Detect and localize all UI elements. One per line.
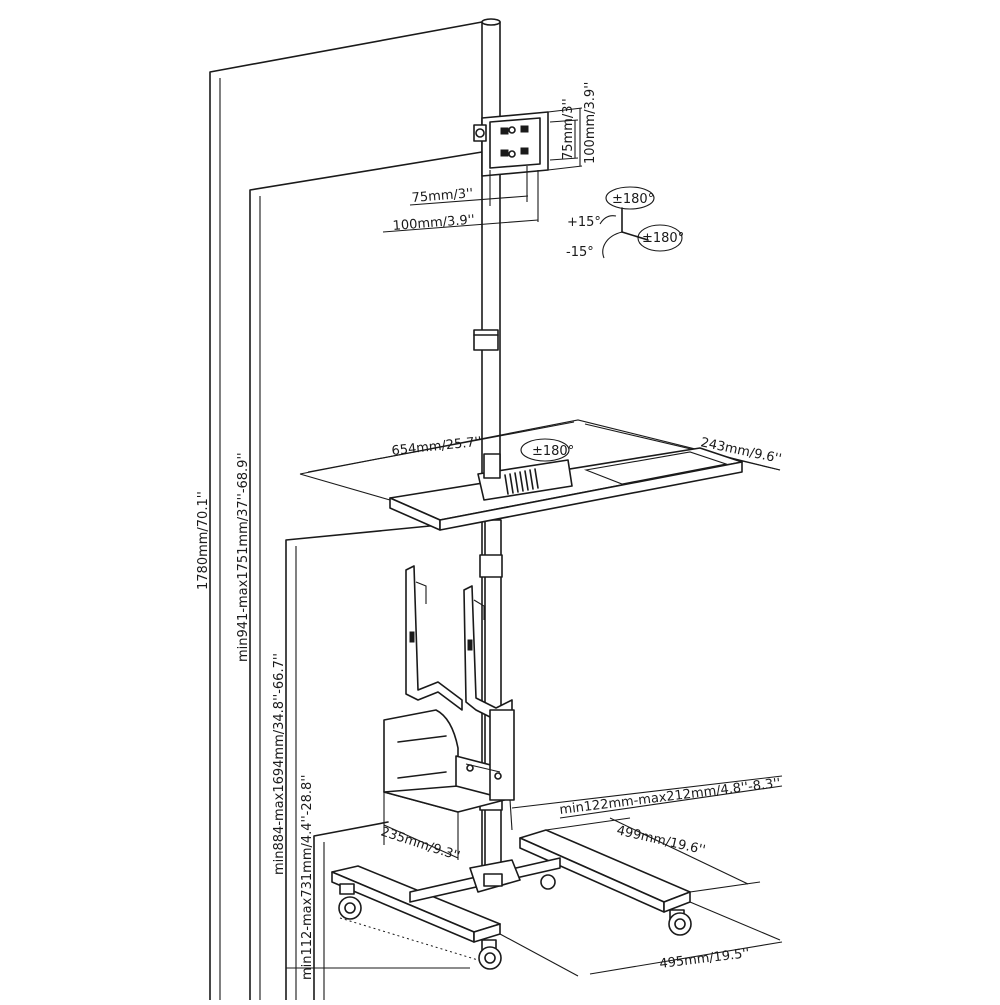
tray-slots: [504, 468, 539, 495]
cpu-width-dimension: [509, 775, 783, 831]
tray-width-label: 654mm/25.7'': [391, 435, 483, 459]
height-reference-frames: [209, 21, 483, 1001]
vesa-vertical-dimension: [547, 107, 583, 171]
vesa-vertical-75-label: 75mm/3'': [561, 98, 576, 160]
caster-back-left: [540, 874, 556, 890]
base-depth-label: 499mm/19.6'': [615, 823, 707, 858]
caster-front-right: [478, 939, 502, 970]
stand-base: [331, 829, 692, 970]
caster-back-right: [668, 909, 692, 936]
tray-rotate-label: ±180°: [532, 444, 574, 459]
cpu-depth-dimension: [383, 792, 459, 860]
base-width-label: 495mm/19.5'': [659, 946, 751, 972]
vesa-horizontal-100-label: 100mm/3.9'': [392, 213, 475, 234]
keyboard-tray: [299, 419, 781, 531]
tray-height-label: min884-max1694mm/34.8''-66.7'': [272, 653, 287, 875]
monitor-height-label: min941-max1751mm/37''-68.9'': [236, 452, 251, 662]
total-height-label: 1780mm/70.1'': [196, 491, 211, 590]
vesa-horizontal-dimension: [382, 166, 539, 233]
rotate-label: ±180°: [642, 231, 684, 246]
cpu-holder-height-label: min112-max731mm/4.4''-28.8'': [300, 775, 315, 980]
base-width-dimension: [499, 901, 783, 977]
cpu-width-label: min122mm-max212mm/4.8''-8.3'': [559, 776, 782, 818]
vesa-horizontal-75-label: 75mm/3'': [411, 186, 474, 206]
tilt-down-label: -15°: [566, 245, 594, 260]
tilt-up-label: +15°: [567, 215, 601, 230]
base-depth-dimension: [545, 817, 761, 893]
cpu-holder: [383, 565, 515, 813]
caster-front-left: [338, 883, 362, 920]
vesa-vertical-100-label: 100mm/3.9'': [583, 82, 598, 164]
swivel-label: ±180°: [612, 192, 654, 207]
rotation-symbol: [599, 186, 683, 259]
cpu-depth-label: 235mm/9.3'': [379, 825, 462, 865]
vesa-head: [473, 111, 549, 177]
